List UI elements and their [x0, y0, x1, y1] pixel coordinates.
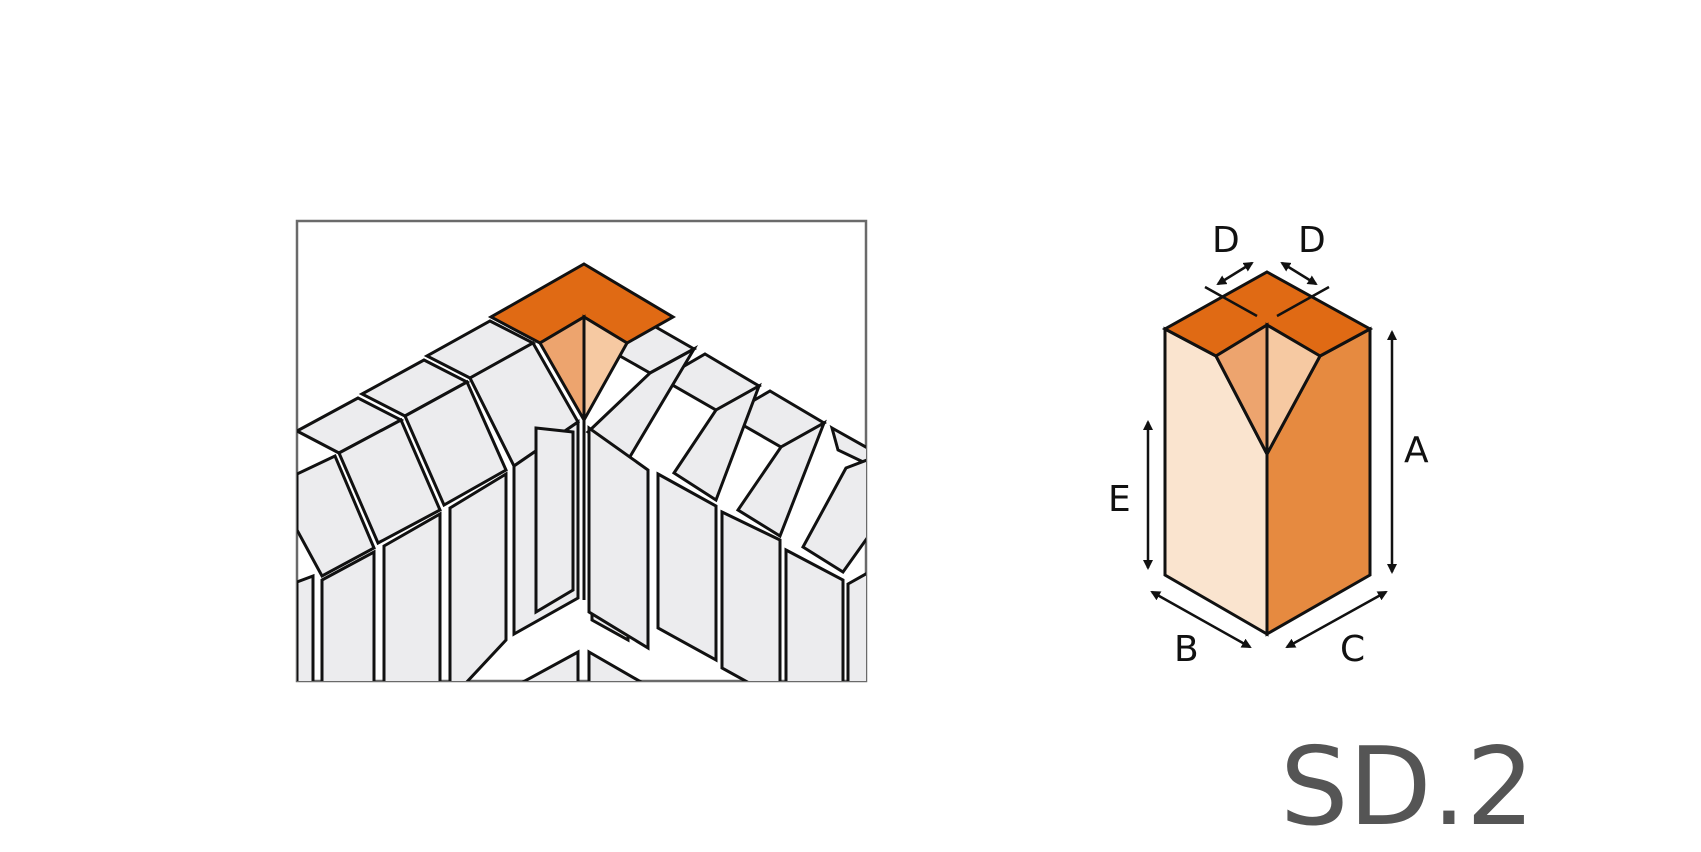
bit-dimension-diagram: [1143, 261, 1397, 649]
dimension-arrow-c: [1285, 590, 1388, 649]
highlighted-profile: [487, 262, 676, 600]
label-c: C: [1340, 629, 1365, 670]
dimension-arrow-d-left: [1216, 261, 1254, 286]
product-code: SD.2: [1280, 725, 1535, 850]
dimension-arrow-d-right: [1280, 261, 1318, 286]
label-e: E: [1108, 479, 1131, 520]
dimension-arrow-b: [1150, 590, 1252, 649]
label-a: A: [1404, 430, 1429, 471]
application-illustration: [295, 219, 868, 683]
label-d-right: D: [1298, 220, 1326, 261]
label-b: B: [1174, 629, 1199, 670]
label-d-left: D: [1212, 220, 1240, 261]
